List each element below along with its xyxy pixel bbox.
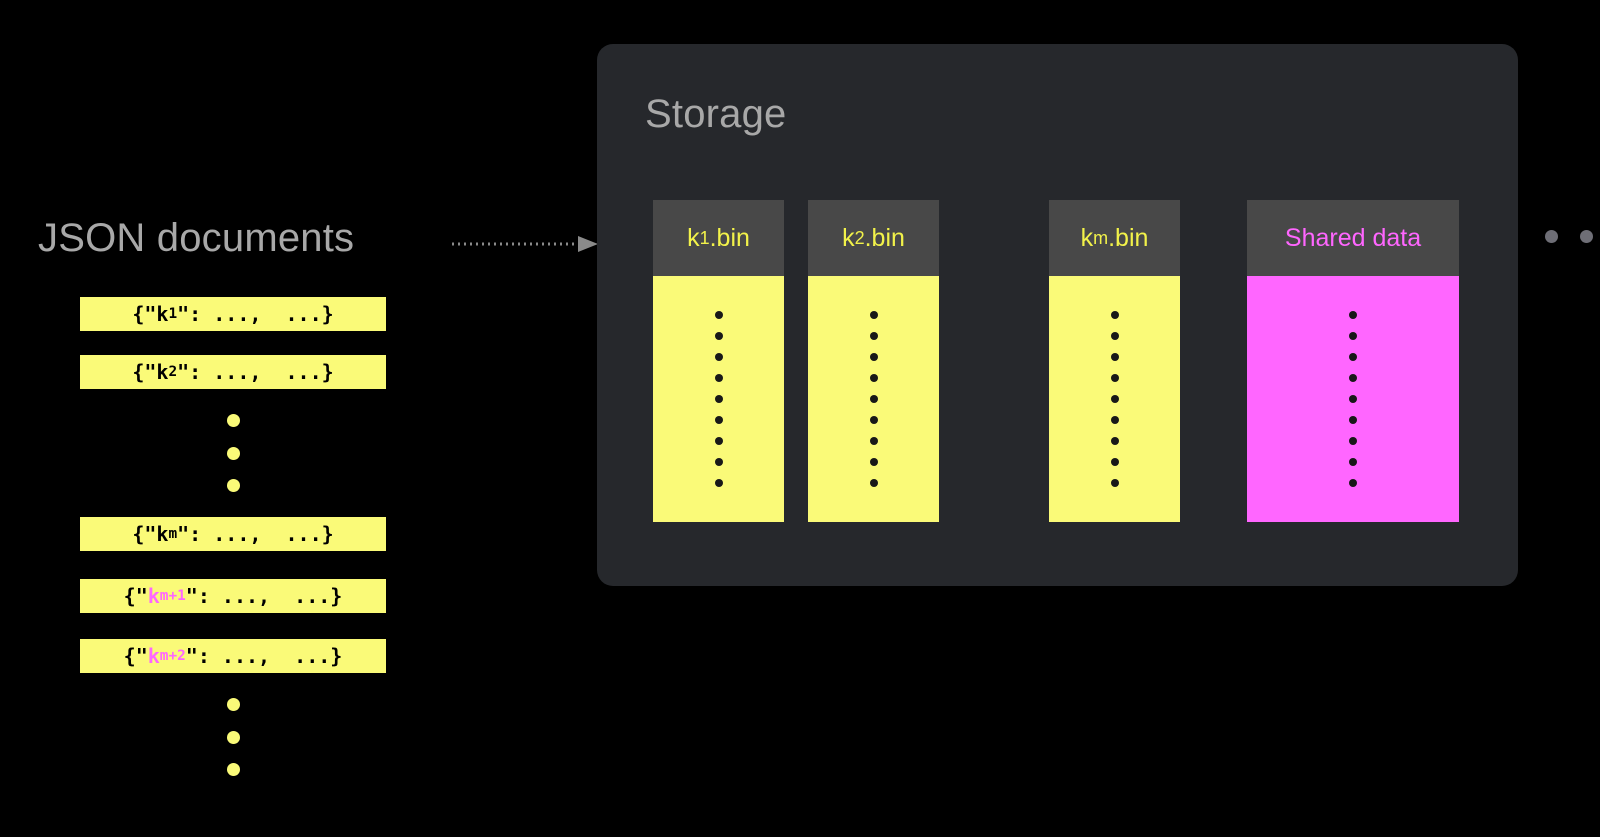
file-name: k	[1080, 223, 1094, 252]
record-dot	[1349, 311, 1357, 319]
record-dot	[1110, 458, 1119, 466]
doc-prefix: {"	[132, 302, 157, 326]
file-name-subscript: 2	[854, 227, 865, 248]
record-dot	[1349, 437, 1357, 445]
file-extension: .bin	[1108, 223, 1149, 252]
record-dot	[869, 458, 878, 466]
ellipsis-dot	[226, 479, 240, 492]
file-name-subscript: m	[1093, 227, 1109, 248]
ellipsis-dot	[226, 446, 240, 460]
record-dot	[714, 353, 723, 361]
doc-prefix: {"	[123, 584, 148, 608]
record-dot	[1349, 374, 1357, 382]
record-dot	[1349, 416, 1357, 424]
shared-data-body-records	[1247, 276, 1459, 522]
ellipsis-dot	[1545, 230, 1558, 243]
ellipsis-dot	[226, 698, 240, 711]
doc-suffix: ": ..., ...}	[177, 522, 334, 546]
doc-key: k	[156, 360, 169, 384]
record-dot	[714, 458, 723, 466]
record-dot	[1349, 458, 1357, 466]
file-body-records	[1049, 276, 1180, 522]
record-dot	[714, 332, 723, 340]
record-dot	[869, 374, 878, 382]
record-dot	[1110, 374, 1119, 382]
record-dot	[714, 479, 723, 487]
file-name-subscript: 1	[699, 227, 710, 248]
doc-key: k	[156, 522, 169, 546]
record-dot	[869, 353, 878, 361]
record-dot	[1110, 332, 1119, 340]
doc-key: k	[147, 584, 160, 608]
record-dot	[714, 416, 723, 424]
doc-suffix: ": ..., ...}	[185, 584, 343, 608]
doc-suffix: ": ..., ...}	[185, 644, 343, 668]
file-extension: .bin	[709, 223, 750, 252]
doc-suffix: ": ..., ...}	[177, 302, 334, 326]
record-dot	[869, 479, 878, 487]
doc-key-subscript: m	[168, 526, 178, 542]
record-dot	[1110, 311, 1119, 319]
doc-key: k	[147, 644, 160, 668]
doc-prefix: {"	[123, 644, 148, 668]
ellipsis-dot	[226, 730, 240, 744]
json-documents-ellipsis-upper	[80, 414, 386, 492]
record-dot	[869, 311, 878, 319]
shared-data-header-label: Shared data	[1247, 200, 1459, 276]
record-dot	[1110, 416, 1119, 424]
file-name: k	[842, 223, 855, 252]
record-dot	[714, 374, 723, 382]
json-documents-ellipsis-lower	[80, 698, 386, 776]
record-dot	[1110, 395, 1119, 403]
doc-key-subscript: 2	[168, 364, 178, 380]
record-dot	[1110, 353, 1119, 361]
doc-key: k	[156, 302, 169, 326]
doc-suffix: ": ..., ...}	[177, 360, 334, 384]
record-dot	[869, 437, 878, 445]
record-dot	[869, 416, 878, 424]
record-dot	[869, 332, 878, 340]
file-body-records	[653, 276, 784, 522]
record-dot	[1349, 353, 1357, 361]
file-body-records	[808, 276, 939, 522]
record-dot	[714, 437, 723, 445]
record-dot	[714, 395, 723, 403]
file-extension: .bin	[864, 223, 905, 252]
arrow-head	[578, 236, 598, 252]
record-dot	[1349, 395, 1357, 403]
record-dot	[714, 311, 723, 319]
json-documents-title: JSON documents	[38, 216, 355, 260]
ellipsis-dot	[226, 763, 240, 776]
file-name: k	[687, 223, 700, 252]
storage-shared-data-column[interactable]: Shared data	[1247, 200, 1459, 522]
record-dot	[1349, 479, 1357, 487]
ellipsis-dot	[1580, 230, 1593, 243]
doc-key-subscript: 1	[168, 306, 178, 322]
flow-arrow-icon	[452, 236, 598, 252]
doc-prefix: {"	[132, 522, 157, 546]
record-dot	[1349, 332, 1357, 340]
record-dot	[1110, 479, 1119, 487]
record-dot	[1110, 437, 1119, 445]
record-dot	[869, 395, 878, 403]
doc-key-subscript: m+2	[159, 648, 186, 664]
storage-title: Storage	[645, 92, 787, 136]
storage-columns-ellipsis	[1545, 230, 1600, 243]
doc-prefix: {"	[132, 360, 157, 384]
doc-key-subscript: m+1	[159, 588, 186, 604]
ellipsis-dot	[226, 414, 240, 427]
